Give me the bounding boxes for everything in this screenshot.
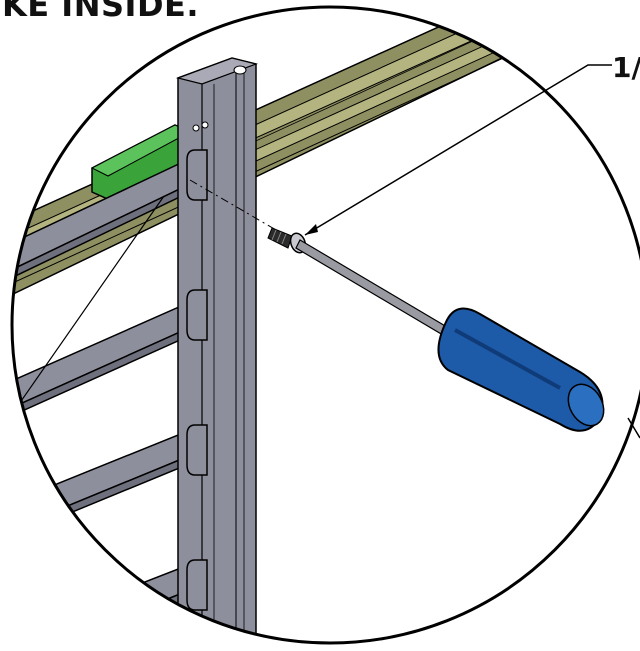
vertical-post	[175, 57, 259, 643]
leader-line-bracket	[12, 195, 165, 461]
leader-arrowhead	[305, 224, 318, 235]
screwdriver-icon	[295, 239, 605, 432]
header-partial-text: KE INSIDE.	[2, 0, 200, 24]
rail-hooks	[186, 149, 208, 611]
screw-callout-label: 1/	[612, 51, 640, 84]
detail-circle-border	[10, 5, 640, 645]
leader-line-right-edge	[627, 417, 640, 439]
leader-line-screw	[304, 64, 612, 236]
